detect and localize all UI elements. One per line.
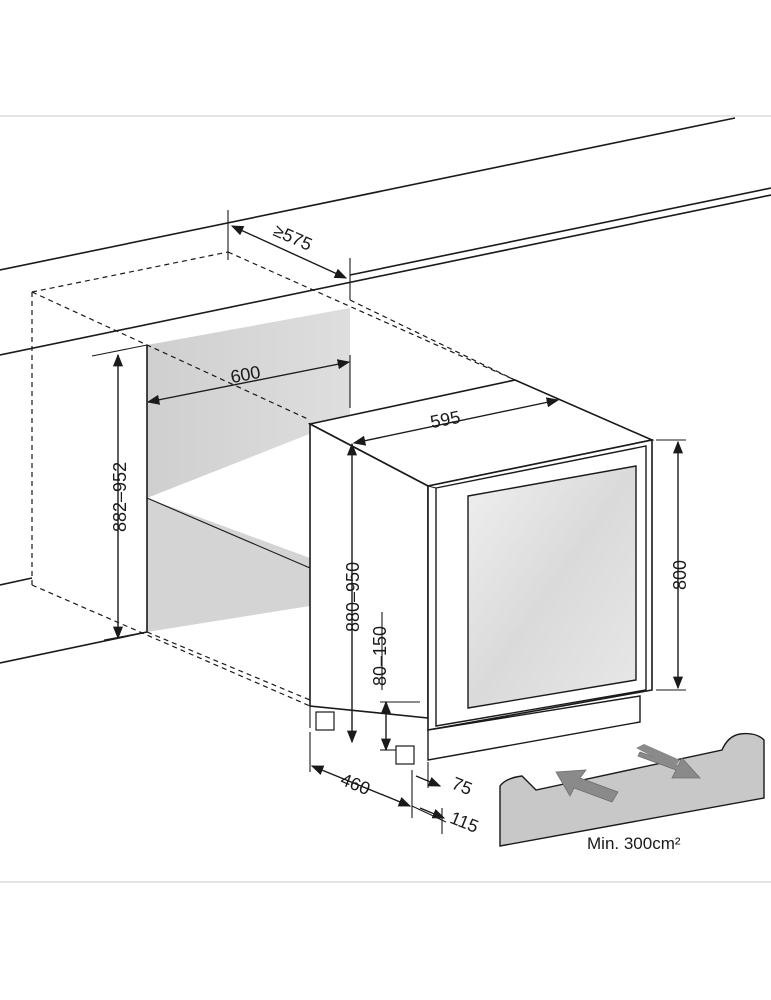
label-plinth-height: 80–150 [370,626,390,686]
countertop [0,117,771,356]
airflow-arrow-out [636,744,701,779]
foot-front [395,745,415,765]
dim-plinth-height: 80–150 [370,612,420,752]
dim-appliance-width: 595 [352,397,560,446]
dim-plinth-offsets: 75 115 [411,762,481,837]
plinth [427,695,641,761]
label-niche-height: 882–952 [110,462,130,532]
airflow-arrow-in [555,769,619,803]
label-plinth-offset-b: 115 [447,807,481,836]
dim-appliance-height: 880–950 [343,442,363,744]
label-door-height: 800 [670,560,690,590]
dim-niche-height: 882–952 [91,344,148,641]
dim-door-height: 800 [656,439,690,691]
label-niche-depth: ≥575 [271,220,316,255]
dim-foot-depth: 460 [309,732,413,818]
label-appliance-height: 880–950 [343,562,363,632]
label-plinth-offset-a: 75 [449,773,475,799]
label-foot-depth: 460 [338,769,373,799]
ventilation-grille: Min. 300cm² [499,732,765,853]
foot-rear [315,711,335,731]
glass-door [467,465,637,709]
label-ventilation: Min. 300cm² [587,834,681,853]
